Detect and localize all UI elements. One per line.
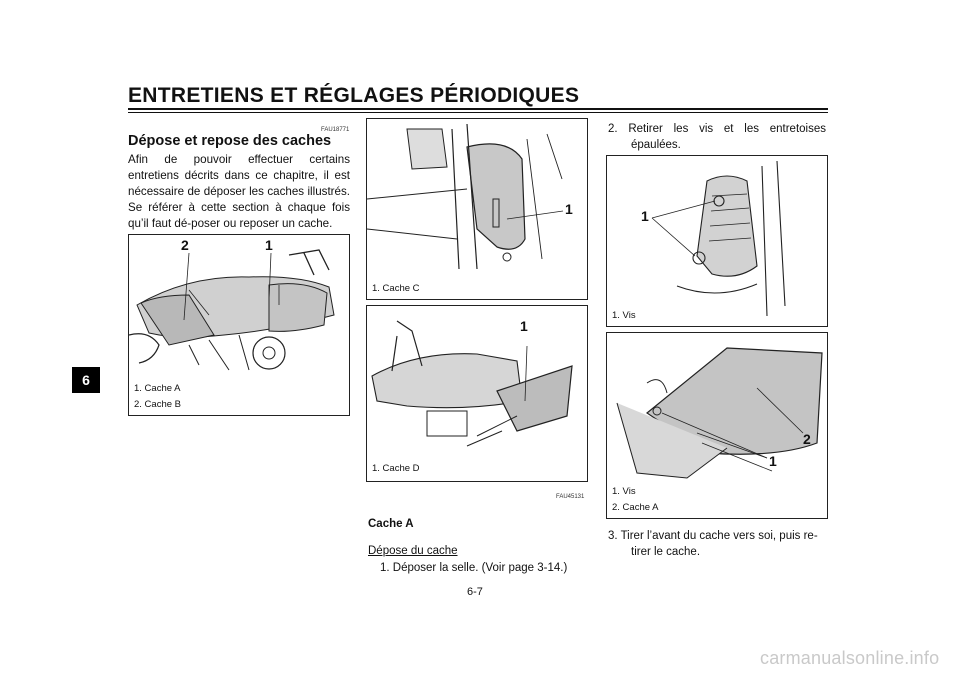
figure-vis-cache-a: 2 1 1. Vis 2. Cache A (606, 332, 828, 519)
figure-cache-d: 1 1. Cache D (366, 305, 588, 482)
section-title: Dépose et repose des caches (128, 133, 332, 149)
figure-caption-cache-a: 2. Cache A (612, 502, 659, 513)
header-rule-thin (128, 112, 828, 113)
subheading-cache-a: Cache A (368, 518, 414, 530)
side-cover-illustration (371, 320, 573, 447)
watermark: carmanualsonline.info (760, 648, 940, 668)
figure-callout-1: 1 (641, 208, 649, 224)
figure-callout-1: 1 (520, 318, 528, 334)
figure-callout-1: 1 (769, 453, 777, 469)
figure-caption-vis: 1. Vis (612, 486, 636, 497)
underlined-heading: Dépose du cache (368, 545, 458, 557)
figure-callout-1: 1 (565, 201, 573, 217)
figure-cache-c: 1 1. Cache C (366, 118, 588, 300)
header-rule (128, 108, 828, 110)
screws-illustration (651, 160, 786, 317)
cover-a-illustration (616, 347, 823, 479)
figure-callout-2: 2 (803, 431, 811, 447)
figure-caption-cache-c: 1. Cache C (372, 283, 420, 294)
section-code: FAU18771 (321, 127, 350, 133)
figure-caption-1: 1. Cache A (134, 383, 181, 394)
step-3-line-2: tirer le cache. (631, 546, 701, 558)
page-number: 6-7 (467, 586, 483, 598)
step-2-line-2: épaulées. (631, 139, 681, 151)
step-1: 1. Déposer la selle. (Voir page 3-14.) (380, 562, 568, 574)
figure-vis: 1 1. Vis (606, 155, 828, 327)
chapter-tab: 6 (72, 367, 100, 393)
figure-callout-2: 2 (181, 237, 189, 253)
step-2-line-1: 2. Retirer les vis et les entretoises (608, 123, 826, 135)
figure-caption-2: 2. Cache B (134, 399, 181, 410)
figure-caches-a-b: 2 1 1. Cache A 2. Cache B (128, 234, 350, 416)
intro-paragraph: Afin de pouvoir effectuer certains entre… (128, 153, 350, 230)
page-header-title: ENTRETIENS ET RÉGLAGES PÉRIODIQUES (128, 84, 580, 107)
section-code: FAU45131 (556, 494, 585, 500)
figure-callout-1: 1 (265, 237, 273, 253)
radiator-cover-illustration (367, 123, 564, 270)
step-3-line-1: 3. Tirer l’avant du cache vers soi, puis… (608, 530, 818, 542)
figure-caption-vis: 1. Vis (612, 310, 636, 321)
figure-caption-cache-d: 1. Cache D (372, 463, 420, 474)
motorcycle-illustration (129, 249, 335, 371)
